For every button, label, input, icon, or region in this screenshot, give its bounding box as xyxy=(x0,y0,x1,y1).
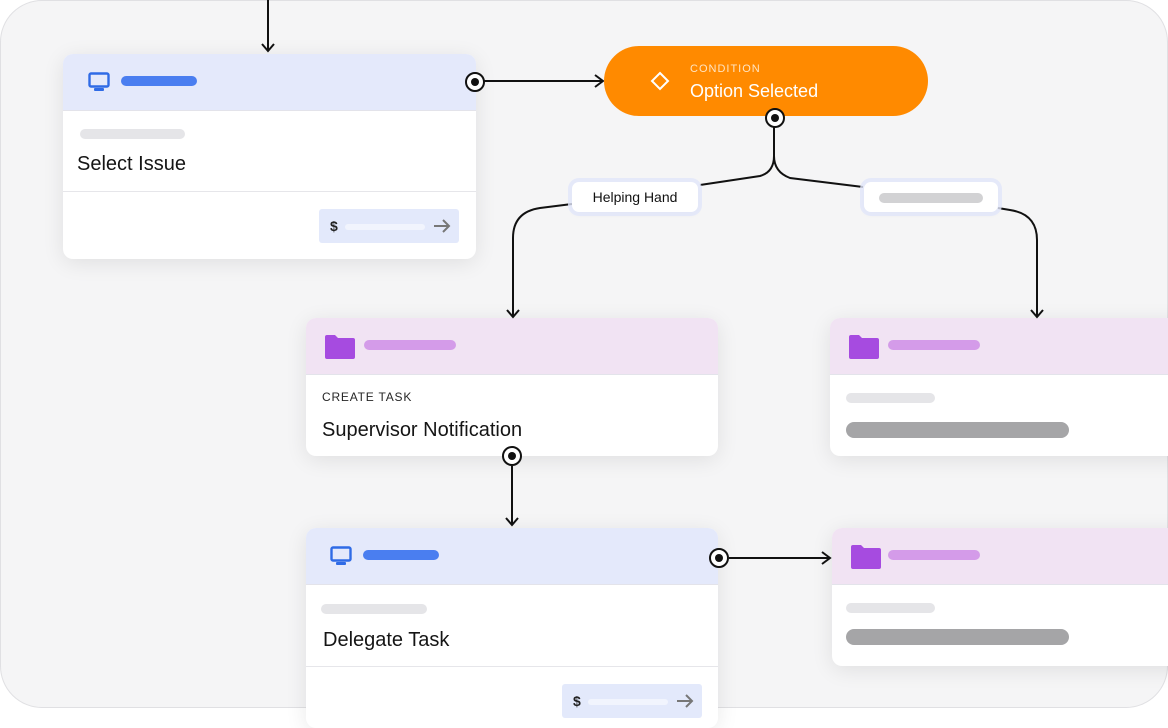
connector-left-branch xyxy=(512,203,573,316)
arrowhead xyxy=(505,517,519,527)
branch-label-text: Helping Hand xyxy=(592,189,678,205)
output-port[interactable] xyxy=(709,548,729,568)
arrowhead xyxy=(261,43,275,53)
arrowhead xyxy=(506,309,520,319)
node-type-placeholder xyxy=(364,340,456,350)
node-type-placeholder xyxy=(888,550,980,560)
task-node-right-bottom[interactable] xyxy=(832,528,1168,666)
condition-title: Option Selected xyxy=(690,81,819,101)
arrowhead xyxy=(594,74,605,88)
payment-placeholder xyxy=(345,224,425,230)
node-title: Delegate Task xyxy=(323,629,450,651)
task-node-right-top[interactable] xyxy=(830,318,1168,456)
output-port[interactable] xyxy=(502,446,522,466)
title-placeholder xyxy=(846,629,1069,645)
branch-label-other[interactable] xyxy=(864,182,998,212)
dollar-sign: $ xyxy=(573,693,581,709)
screen-node-select-issue[interactable]: Select Issue $ xyxy=(63,54,476,259)
arrowhead xyxy=(1030,309,1044,319)
connector-layer xyxy=(261,0,1044,565)
node-type-placeholder xyxy=(363,550,439,560)
node-header xyxy=(830,318,1168,375)
monitor-icon xyxy=(330,546,352,565)
node-title: Supervisor Notification xyxy=(322,419,523,441)
monitor-icon xyxy=(88,72,110,91)
node-header xyxy=(63,54,476,111)
branch-label-placeholder xyxy=(879,193,983,203)
output-port[interactable] xyxy=(765,108,785,128)
dollar-sign: $ xyxy=(330,218,338,234)
connector-right-branch xyxy=(997,207,1038,316)
diamond-icon xyxy=(650,71,670,91)
node-caption: CREATE TASK xyxy=(322,390,413,404)
branch-label-helping-hand[interactable]: Helping Hand xyxy=(572,182,698,212)
node-footer: $ xyxy=(63,191,476,259)
node-header xyxy=(832,528,1168,585)
caption-placeholder xyxy=(846,603,935,613)
condition-node[interactable]: CONDITION Option Selected xyxy=(604,46,928,116)
arrow-right-icon[interactable] xyxy=(433,218,451,234)
condition-kicker: CONDITION xyxy=(690,63,761,75)
node-header xyxy=(306,528,718,585)
folder-icon xyxy=(849,335,879,359)
folder-icon xyxy=(325,335,355,359)
caption-placeholder xyxy=(80,129,185,139)
node-type-placeholder xyxy=(888,340,980,350)
task-node-supervisor-notification[interactable]: CREATE TASK Supervisor Notification xyxy=(306,318,718,456)
output-port[interactable] xyxy=(465,72,485,92)
arrow-right-icon[interactable] xyxy=(676,693,694,709)
caption-placeholder xyxy=(321,604,427,614)
arrowhead xyxy=(821,551,832,565)
node-title: Select Issue xyxy=(77,153,186,175)
folder-icon xyxy=(851,545,881,569)
node-type-placeholder xyxy=(121,76,197,86)
caption-placeholder xyxy=(846,393,935,403)
title-placeholder xyxy=(846,422,1069,438)
payment-placeholder xyxy=(588,699,668,705)
payment-field[interactable]: $ xyxy=(319,209,459,243)
connector-fork-right xyxy=(773,155,864,188)
screen-node-delegate-task[interactable]: Delegate Task $ xyxy=(306,528,718,728)
node-header xyxy=(306,318,718,375)
connector-condition-fork xyxy=(699,127,775,186)
